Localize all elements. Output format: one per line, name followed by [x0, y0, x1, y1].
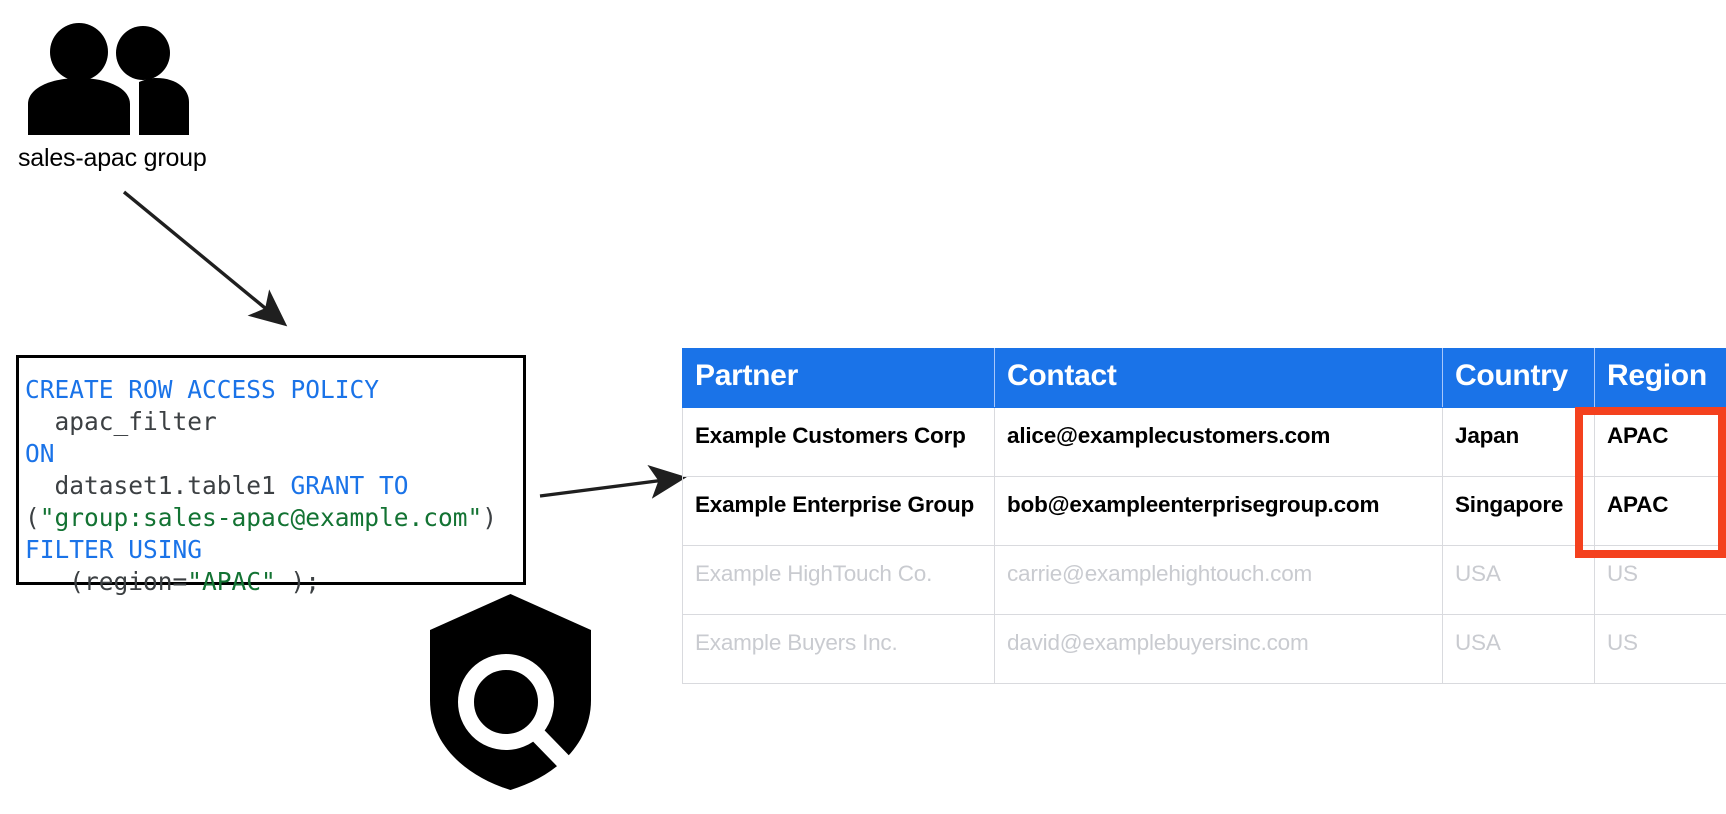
code-token: "group:sales-apac@example.com"	[39, 503, 483, 532]
cell-partner: Example Enterprise Group	[682, 475, 995, 546]
policy-sql-code: CREATE ROW ACCESS POLICY apac_filter ON …	[19, 358, 523, 598]
cell-region: APAC	[1594, 475, 1726, 546]
cell-country: Japan	[1442, 407, 1595, 477]
code-token: )	[482, 503, 498, 532]
cell-country: USA	[1442, 544, 1595, 615]
code-token: CREATE ROW ACCESS POLICY	[25, 375, 380, 404]
column-header-contact[interactable]: Contact	[994, 348, 1443, 408]
cell-country: USA	[1442, 613, 1595, 684]
code-token: ON	[25, 439, 55, 468]
table-row: Example HighTouch Co.carrie@examplehight…	[682, 544, 1726, 615]
code-token: );	[275, 567, 321, 596]
cell-contact: carrie@examplehightouch.com	[994, 544, 1443, 615]
column-header-partner[interactable]: Partner	[682, 348, 995, 408]
code-token: "APAC"	[187, 567, 276, 596]
cell-region: US	[1594, 613, 1726, 684]
group-label: sales-apac group	[18, 144, 207, 172]
cell-partner: Example HighTouch Co.	[682, 544, 995, 615]
code-token: dataset1.table1	[25, 471, 291, 500]
cell-region: APAC	[1594, 407, 1726, 477]
people-group-icon	[28, 23, 189, 135]
code-token: (	[25, 503, 40, 532]
shield-search-icon	[430, 594, 591, 790]
code-token: FILTER USING	[25, 535, 203, 564]
arrow-policy-to-table	[539, 465, 687, 499]
cell-partner: Example Buyers Inc.	[682, 613, 995, 684]
cell-region: US	[1594, 544, 1726, 615]
partner-data-table: Partner Contact Country Region Example C…	[682, 348, 1726, 684]
sales-apac-group-node: sales-apac group	[18, 22, 248, 173]
column-header-region[interactable]: Region	[1594, 348, 1726, 408]
table-header-row: Partner Contact Country Region	[682, 348, 1726, 408]
code-token: (region=	[25, 567, 188, 596]
row-access-policy-code-box: CREATE ROW ACCESS POLICY apac_filter ON …	[16, 355, 526, 596]
cell-contact: bob@exampleenterprisegroup.com	[994, 475, 1443, 546]
code-token: apac_filter	[25, 407, 217, 436]
cell-contact: david@examplebuyersinc.com	[994, 613, 1443, 684]
table-row: Example Buyers Inc.david@examplebuyersin…	[682, 613, 1726, 684]
column-header-country[interactable]: Country	[1442, 348, 1595, 408]
cell-contact: alice@examplecustomers.com	[994, 407, 1443, 477]
cell-country: Singapore	[1442, 475, 1595, 546]
code-token: GRANT TO	[290, 471, 409, 500]
arrow-group-to-policy	[122, 190, 288, 327]
cell-partner: Example Customers Corp	[682, 407, 995, 477]
